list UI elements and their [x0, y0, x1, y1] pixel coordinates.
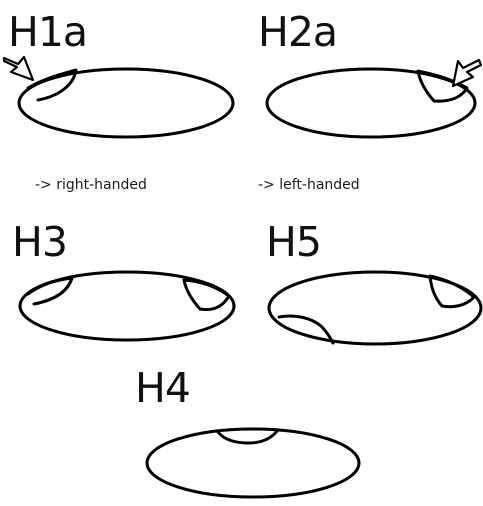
arc-h3-right — [184, 280, 229, 310]
shape-h2a — [267, 60, 481, 137]
shape-h5 — [269, 272, 481, 344]
arc-h5-right — [430, 276, 474, 307]
arrow-icon-h2a — [453, 60, 481, 86]
shape-h4 — [147, 429, 359, 497]
ellipse-h4 — [147, 429, 359, 497]
shape-h1a — [4, 57, 233, 137]
arc-h4-top — [218, 431, 277, 443]
arc-h3-left — [28, 278, 72, 304]
arrow-icon-h1a — [4, 57, 33, 80]
shape-h3 — [20, 272, 234, 340]
